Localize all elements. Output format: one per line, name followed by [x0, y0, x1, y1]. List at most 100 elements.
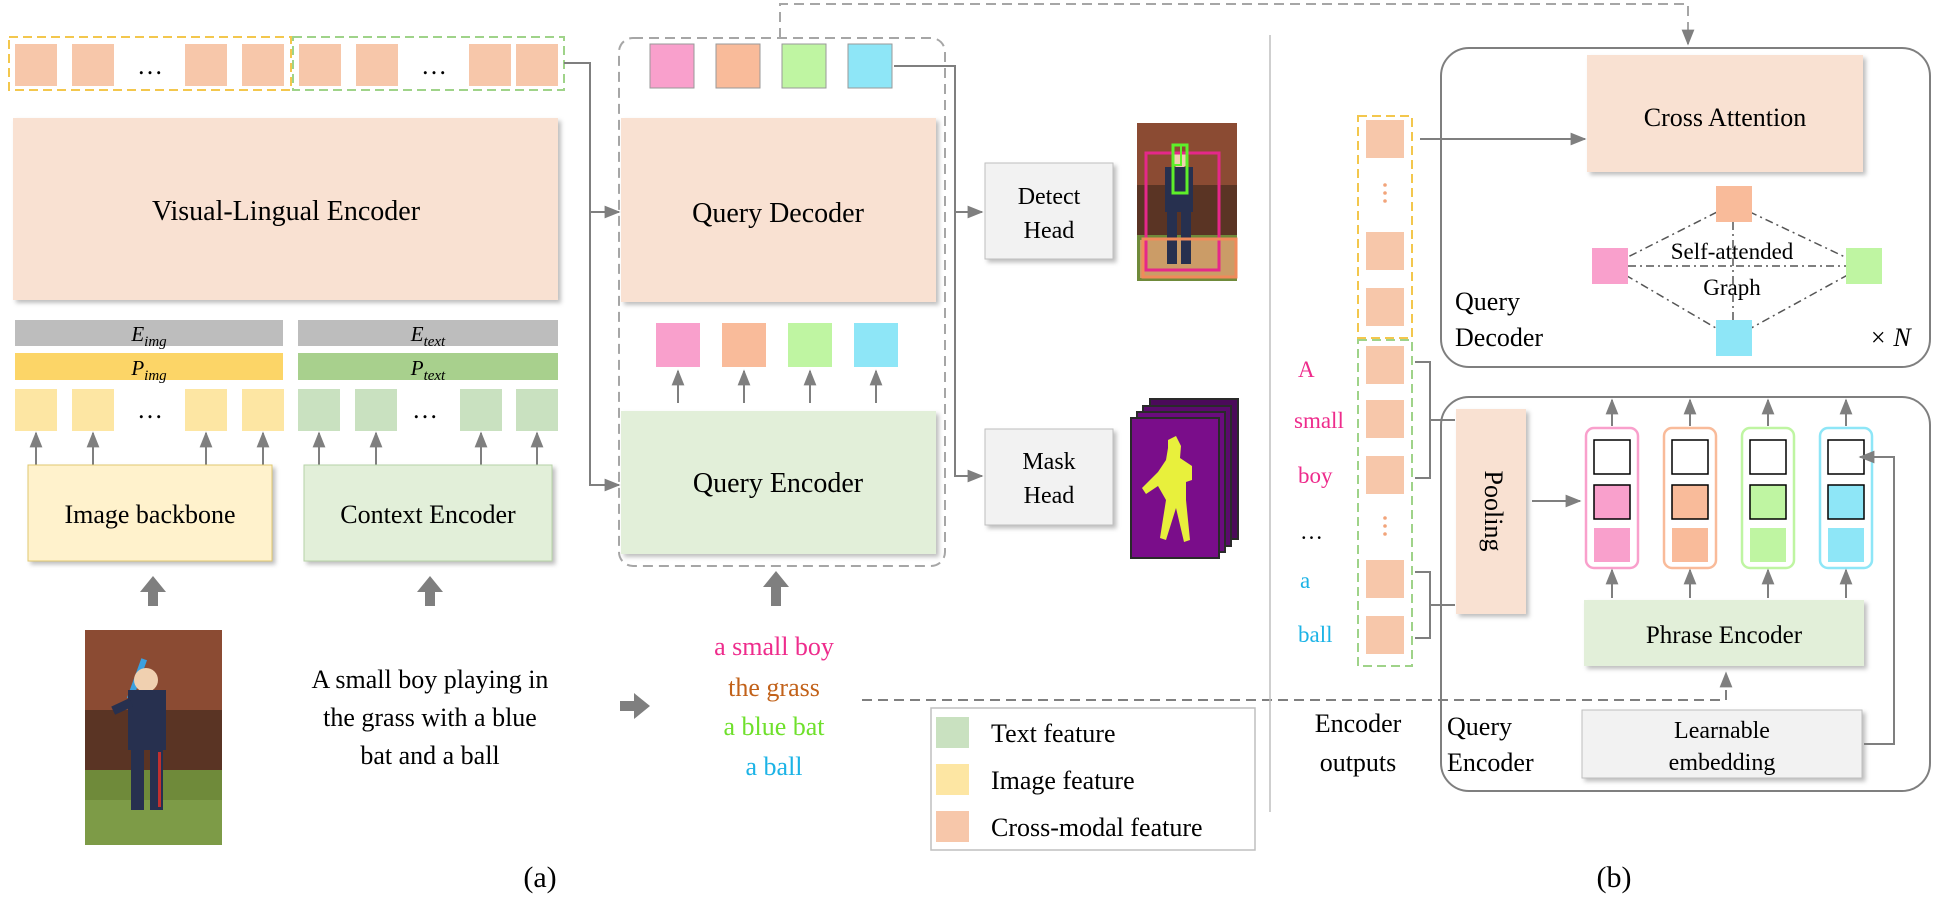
- caption-to-phrases-arrow: [620, 693, 650, 719]
- phrase-encoder-box: [1584, 600, 1864, 666]
- query-decoder-b-label-2: Decoder: [1455, 323, 1543, 352]
- word-boy: boy: [1298, 463, 1333, 488]
- query-column-orange: [1662, 426, 1718, 570]
- word-a-2: a: [1300, 568, 1310, 593]
- graph-node-orange: [1716, 186, 1752, 222]
- self-attended-label-2: Graph: [1703, 275, 1761, 300]
- legend-box: [930, 707, 1256, 851]
- legend-swatch-text: [936, 717, 969, 748]
- phrase-4: a ball: [745, 752, 802, 781]
- learnable-embedding-label-2: embedding: [1669, 750, 1776, 776]
- query-token-green-top: [781, 43, 827, 89]
- text-token-ellipsis: …: [412, 395, 438, 424]
- legend-swatch-image: [936, 764, 969, 795]
- encoder-to-query-decoder-arrow: [564, 62, 621, 219]
- image-feature-tokens: [15, 389, 284, 431]
- query-decoder-container: [1440, 47, 1931, 368]
- query-decoder-box: [621, 118, 936, 302]
- tokens-to-mask-head-arrow: [954, 212, 984, 483]
- visual-lingual-encoder-label: Visual-Lingual Encoder: [152, 196, 421, 227]
- mask-head-label-2: Head: [1024, 483, 1075, 509]
- legend-text-feature: Text feature: [991, 719, 1116, 748]
- bracket-ball: [1415, 571, 1431, 639]
- query-column-green: [1740, 426, 1796, 570]
- graph-node-green: [1846, 248, 1882, 284]
- learnable-to-queries-arrow: [1858, 450, 1895, 745]
- caption-line-1: A small boy playing in: [312, 665, 549, 694]
- image-backbone-box: [27, 464, 273, 562]
- phrase-1: a small boy: [714, 632, 834, 661]
- image-input-arrow: [140, 576, 166, 606]
- cross-attention-label: Cross Attention: [1644, 103, 1807, 132]
- top-ellipsis-text: …: [421, 51, 447, 80]
- p-img-label: Pimg: [130, 356, 167, 384]
- e-text-label: Etext: [410, 322, 446, 350]
- backbone-to-token-arrows: [29, 431, 544, 465]
- caption-line-2: the grass with a blue: [323, 703, 537, 732]
- mask-head-label-1: Mask: [1022, 449, 1075, 475]
- phrase-2: the grass: [728, 673, 820, 702]
- image-backbone-label: Image backbone: [64, 500, 235, 529]
- encoder-output-vdots: [1383, 183, 1387, 536]
- query-token-pink-mid: [656, 323, 700, 367]
- mask-result-stack: [1130, 398, 1239, 559]
- encoder-to-query-encoder-arrow: [589, 212, 621, 492]
- query-encoder-label: Query Encoder: [693, 468, 864, 499]
- phrase-encoder-label: Phrase Encoder: [1646, 622, 1803, 649]
- context-encoder-box: [303, 464, 553, 562]
- e-img-label: Eimg: [130, 322, 167, 350]
- learnable-embedding-box: [1581, 709, 1863, 779]
- encoder-outputs-text-border: [1357, 339, 1413, 667]
- query-token-green-mid: [788, 323, 832, 367]
- query-decoder-label: Query Decoder: [692, 198, 864, 229]
- bracket-boy: [1415, 361, 1431, 479]
- panel-b: A small boy … a ball Encoder outputs Cro…: [1294, 47, 1931, 894]
- query-token-orange-top: [715, 43, 761, 89]
- query-token-cyan-top: [847, 43, 893, 89]
- encoder-outputs-image-border: [1357, 115, 1413, 339]
- detect-head-label-1: Detect: [1018, 184, 1081, 210]
- query-encoder-container: [1440, 396, 1931, 792]
- word-small: small: [1294, 408, 1344, 433]
- query-encoder-box: [621, 411, 936, 554]
- p-text-label: Ptext: [410, 356, 446, 384]
- panel-b-label: (b): [1597, 861, 1632, 894]
- text-input-arrow: [417, 576, 443, 606]
- top-ellipsis-image: …: [137, 51, 163, 80]
- graph-edges: [1609, 203, 1865, 339]
- graph-node-cyan: [1716, 320, 1752, 356]
- self-attended-label-1: Self-attended: [1671, 239, 1794, 264]
- cross-attention-box: [1587, 55, 1863, 172]
- image-token-group-border: [8, 36, 292, 91]
- query-encoder-b-label-1: Query: [1447, 712, 1512, 741]
- legend-image-feature: Image feature: [991, 766, 1135, 795]
- context-encoder-label: Context Encoder: [340, 500, 516, 529]
- image-token-ellipsis: …: [137, 395, 163, 424]
- e-img-bar: [15, 320, 283, 346]
- visual-lingual-encoder-box: [13, 118, 558, 300]
- word-ellipsis: …: [1300, 519, 1323, 544]
- panel-a: … … Visual-Lingual Encoder Eimg Pimg Ete…: [8, 3, 1733, 894]
- photo-boy-with-bat: [85, 630, 222, 845]
- query-decoder-b-label-1: Query: [1455, 287, 1520, 316]
- phrases-to-phrase-encoder-line: [862, 671, 1733, 701]
- graph-node-pink: [1592, 248, 1628, 284]
- p-img-bar: [15, 353, 283, 380]
- phrases-input-arrow: [763, 571, 789, 606]
- query-column-up-arrows: [1605, 398, 1853, 598]
- pooling-label: Pooling: [1479, 471, 1508, 552]
- query-token-orange-mid: [722, 323, 766, 367]
- e-text-bar: [298, 320, 558, 346]
- text-feature-tokens: [298, 389, 558, 431]
- encoder-output-tokens: [1366, 120, 1404, 654]
- query-token-cyan-mid: [854, 323, 898, 367]
- encoder-outputs-label-1: Encoder: [1315, 709, 1402, 738]
- encoder-outputs-label-2: outputs: [1320, 748, 1397, 777]
- legend-swatch-cross-modal: [936, 811, 969, 842]
- query-encoder-up-arrows: [671, 369, 883, 403]
- query-module-container: [618, 37, 946, 567]
- detect-head-label-2: Head: [1024, 218, 1075, 244]
- query-column-cyan: [1818, 426, 1874, 570]
- caption-line-3: bat and a ball: [360, 741, 499, 770]
